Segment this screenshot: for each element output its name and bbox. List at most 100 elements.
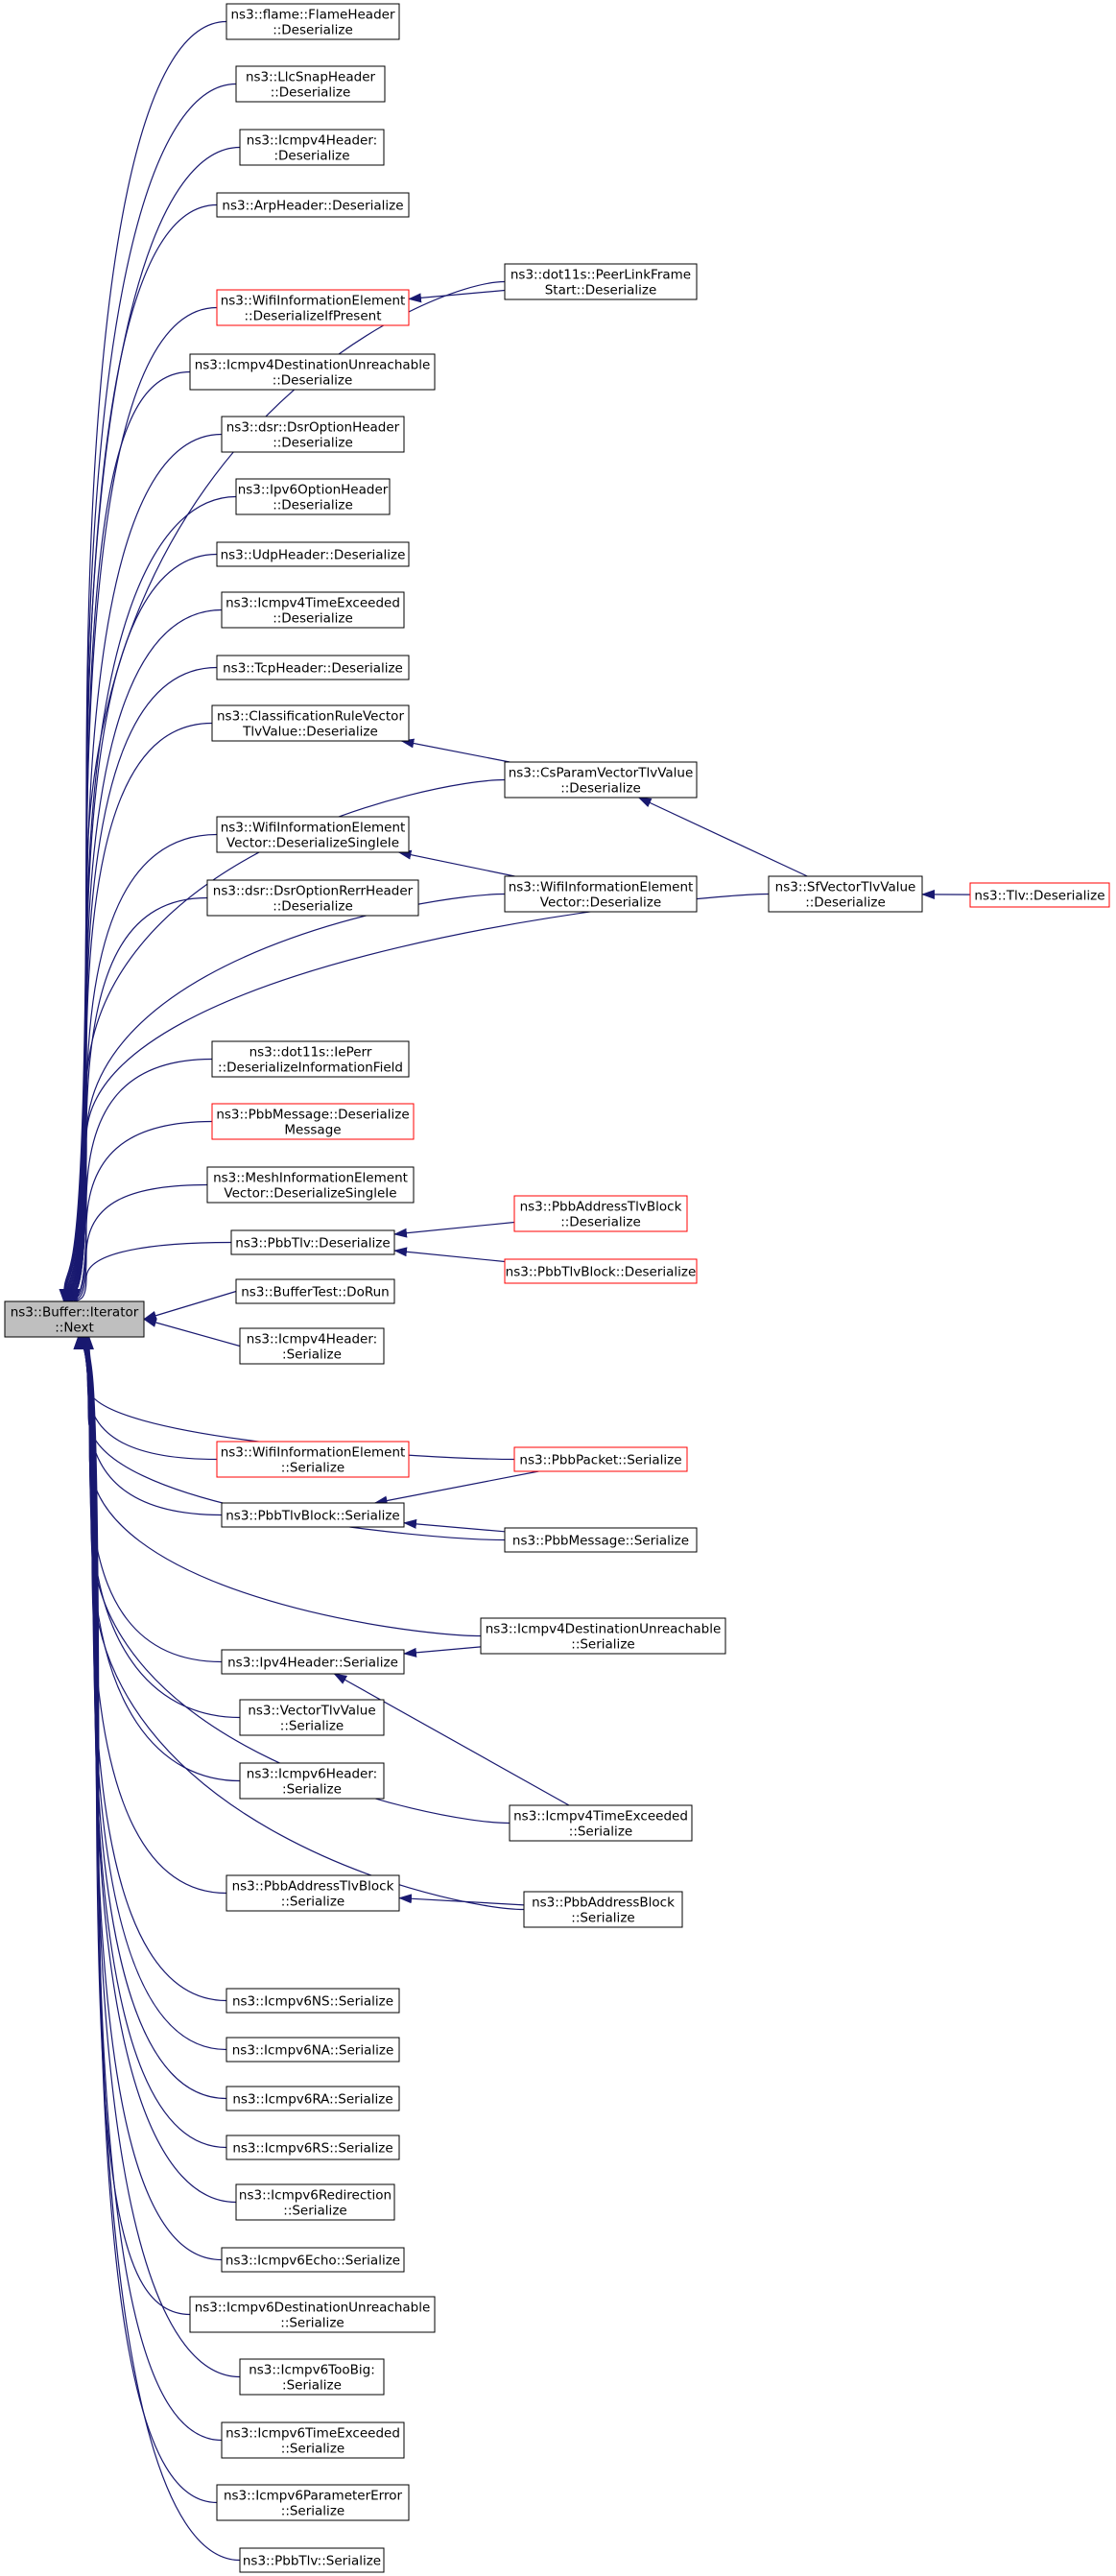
- node-root[interactable]: ns3::Buffer::Iterator::Next: [4, 1300, 145, 1338]
- node-icmpv4te_d[interactable]: ns3::Icmpv4TimeExceeded::Deserialize: [221, 591, 405, 629]
- node-label: ns3::CsParamVectorTlvValue: [509, 766, 694, 781]
- node-sfvector[interactable]: ns3::SfVectorTlvValue::Deserialize: [768, 875, 923, 913]
- node-icmpv6te[interactable]: ns3::Icmpv6TimeExceeded::Serialize: [221, 2421, 405, 2459]
- node-icmpv6du[interactable]: ns3::Icmpv6DestinationUnreachable::Seria…: [189, 2296, 436, 2333]
- node-box: [211, 704, 410, 742]
- node-label: ::Deserialize: [271, 85, 351, 101]
- node-wie_dip[interactable]: ns3::WifiInformationElement::Deserialize…: [216, 289, 410, 326]
- node-udp[interactable]: ns3::UdpHeader::Deserialize: [216, 541, 410, 567]
- node-dsrrerr[interactable]: ns3::dsr::DsrOptionRerrHeader::Deseriali…: [206, 879, 419, 917]
- node-box: [189, 2296, 436, 2333]
- node-ns[interactable]: ns3::Icmpv6NS::Serialize: [226, 1988, 400, 2014]
- node-box: [226, 1988, 400, 2014]
- node-box: [216, 289, 410, 326]
- edge-icmpv4du_s-to-ipv4h_s: [403, 1646, 482, 1658]
- edge-vectortlv-to-root: [76, 1336, 241, 1719]
- node-box: [226, 2135, 400, 2160]
- edge-crvtlv-to-root: [65, 722, 213, 1302]
- edge-redir-to-root: [81, 1336, 237, 2204]
- node-label: ns3::Icmpv6Redirection: [239, 2188, 392, 2204]
- node-label: ns3::dsr::DsrOptionRerrHeader: [213, 884, 414, 899]
- node-ieperr[interactable]: ns3::dot11s::IePerr::DeserializeInformat…: [211, 1040, 410, 1078]
- node-label: ns3::ClassificationRuleVector: [217, 709, 404, 725]
- node-label: ns3::Buffer::Iterator: [11, 1305, 139, 1321]
- node-label: Vector::Deserialize: [540, 895, 661, 911]
- node-icmpv4du_d[interactable]: ns3::Icmpv4DestinationUnreachable::Deser…: [189, 353, 436, 391]
- node-label: ns3::WifiInformationElement: [509, 880, 694, 895]
- nodes-layer: ns3::Buffer::Iterator::Next ns3::flame::F…: [4, 3, 1110, 2573]
- node-csparam[interactable]: ns3::CsParamVectorTlvValue::Deserialize: [504, 761, 698, 799]
- node-na[interactable]: ns3::Icmpv6NA::Serialize: [226, 2037, 400, 2063]
- node-mesh[interactable]: ns3::MeshInformationElementVector::Deser…: [206, 1166, 415, 1204]
- edge-pbbtlvb_s-to-root: [74, 1336, 223, 1516]
- node-tcp[interactable]: ns3::TcpHeader::Deserialize: [216, 655, 410, 680]
- edge-csparam-to-crvtlv: [400, 738, 511, 763]
- node-tlv[interactable]: ns3::Tlv::Deserialize: [969, 882, 1110, 908]
- node-icmpv4h_d[interactable]: ns3::Icmpv4Header::Deserialize: [239, 129, 385, 166]
- node-label: ns3::PbbAddressBlock: [532, 1896, 675, 1911]
- node-pbbtlvb_s[interactable]: ns3::PbbTlvBlock::Serialize: [221, 1502, 405, 1528]
- node-box: [235, 2183, 395, 2221]
- node-pbbmsg_s[interactable]: ns3::PbbMessage::Serialize: [504, 1527, 698, 1553]
- node-icmpv4du_s[interactable]: ns3::Icmpv4DestinationUnreachable::Seria…: [480, 1617, 726, 1655]
- node-label: ns3::PbbMessage::Deserialize: [216, 1108, 409, 1123]
- node-redir[interactable]: ns3::Icmpv6Redirection::Serialize: [235, 2183, 395, 2221]
- node-label: ns3::PbbTlvBlock::Serialize: [226, 1509, 400, 1524]
- node-dsropt[interactable]: ns3::dsr::DsrOptionHeader::Deserialize: [221, 416, 405, 453]
- node-box: [768, 875, 923, 913]
- node-echo[interactable]: ns3::Icmpv6Echo::Serialize: [221, 2247, 405, 2273]
- node-box: [239, 1699, 385, 1736]
- node-toobig[interactable]: ns3::Icmpv6TooBig::Serialize: [239, 2358, 385, 2396]
- node-label: ::Next: [55, 1321, 94, 1336]
- node-box: [206, 1166, 415, 1204]
- node-llc[interactable]: ns3::LlcSnapHeader::Deserialize: [235, 65, 386, 103]
- edge-sfvector-to-csparam: [637, 797, 808, 877]
- edge-icmpv4te_d-to-root: [64, 608, 223, 1302]
- node-icmpv4te_s[interactable]: ns3::Icmpv4TimeExceeded::Serialize: [509, 1804, 693, 1842]
- node-box: [216, 1441, 410, 1478]
- node-box: [504, 1527, 698, 1553]
- edge-pbbtlv_s-to-root: [83, 1336, 241, 2562]
- node-label: ::Deserialize: [560, 1215, 641, 1230]
- edge-icmpv6h_s-to-root: [76, 1336, 241, 1782]
- node-peerlink[interactable]: ns3::dot11s::PeerLinkFrameStart::Deseria…: [504, 263, 698, 300]
- node-pbbpkt_s[interactable]: ns3::PbbPacket::Serialize: [513, 1446, 688, 1472]
- node-label: ::Deserialize: [273, 23, 353, 38]
- node-flame[interactable]: ns3::flame::FlameHeader::Deserialize: [226, 3, 400, 40]
- node-vectortlv[interactable]: ns3::VectorTlvValue::Serialize: [239, 1699, 385, 1736]
- edge-wie_s-to-root: [73, 1336, 218, 1461]
- node-icmpv6h_s[interactable]: ns3::Icmpv6Header::Serialize: [239, 1762, 385, 1800]
- node-label: ns3::ArpHeader::Deserialize: [222, 199, 403, 214]
- node-pbbtlv_d[interactable]: ns3::PbbTlv::Deserialize: [230, 1229, 395, 1255]
- node-label: ns3::BufferTest::DoRun: [241, 1285, 389, 1300]
- node-crvtlv[interactable]: ns3::ClassificationRuleVectorTlvValue::D…: [211, 704, 410, 742]
- node-label: ns3::Icmpv4TimeExceeded: [226, 596, 400, 611]
- node-label: ns3::PbbAddressTlvBlock: [520, 1200, 682, 1215]
- node-wiev_ds[interactable]: ns3::WifiInformationElementVector::Deser…: [216, 816, 410, 853]
- node-icmpv4h_s[interactable]: ns3::Icmpv4Header::Serialize: [239, 1327, 385, 1365]
- node-label: ns3::Icmpv4DestinationUnreachable: [195, 358, 431, 373]
- node-pbbaddrtlvb_d[interactable]: ns3::PbbAddressTlvBlock::Deserialize: [513, 1195, 688, 1232]
- edge-icmpv4h_s-to-root: [143, 1318, 241, 1348]
- node-label: ns3::Icmpv6Echo::Serialize: [226, 2254, 400, 2269]
- node-box: [4, 1300, 145, 1338]
- node-pbbtlvb_d[interactable]: ns3::PbbTlvBlock::Deserialize: [504, 1258, 698, 1284]
- node-box: [211, 1103, 415, 1140]
- node-parmerr[interactable]: ns3::Icmpv6ParameterError::Serialize: [216, 2484, 410, 2521]
- node-pbbaddrblk_s[interactable]: ns3::PbbAddressBlock::Serialize: [523, 1891, 683, 1928]
- node-label: ns3::WifiInformationElement: [221, 821, 406, 836]
- node-rs[interactable]: ns3::Icmpv6RS::Serialize: [226, 2135, 400, 2160]
- node-arp[interactable]: ns3::ArpHeader::Deserialize: [216, 192, 410, 218]
- node-pbbaddrtlvb_s[interactable]: ns3::PbbAddressTlvBlock::Serialize: [226, 1874, 400, 1912]
- node-ipv4h_s[interactable]: ns3::Ipv4Header::Serialize: [221, 1649, 405, 1675]
- node-label: ns3::dot11s::IePerr: [249, 1045, 372, 1061]
- node-wiev_d[interactable]: ns3::WifiInformationElementVector::Deser…: [504, 875, 698, 913]
- node-label: :Serialize: [282, 2378, 342, 2394]
- node-wie_s[interactable]: ns3::WifiInformationElement::Serialize: [216, 1441, 410, 1478]
- node-ipv6opt[interactable]: ns3::Ipv6OptionHeader::Deserialize: [235, 478, 391, 515]
- node-pbbtlv_s[interactable]: ns3::PbbTlv::Serialize: [239, 2547, 385, 2573]
- node-ra[interactable]: ns3::Icmpv6RA::Serialize: [226, 2086, 400, 2111]
- node-buftest[interactable]: ns3::BufferTest::DoRun: [235, 1278, 395, 1304]
